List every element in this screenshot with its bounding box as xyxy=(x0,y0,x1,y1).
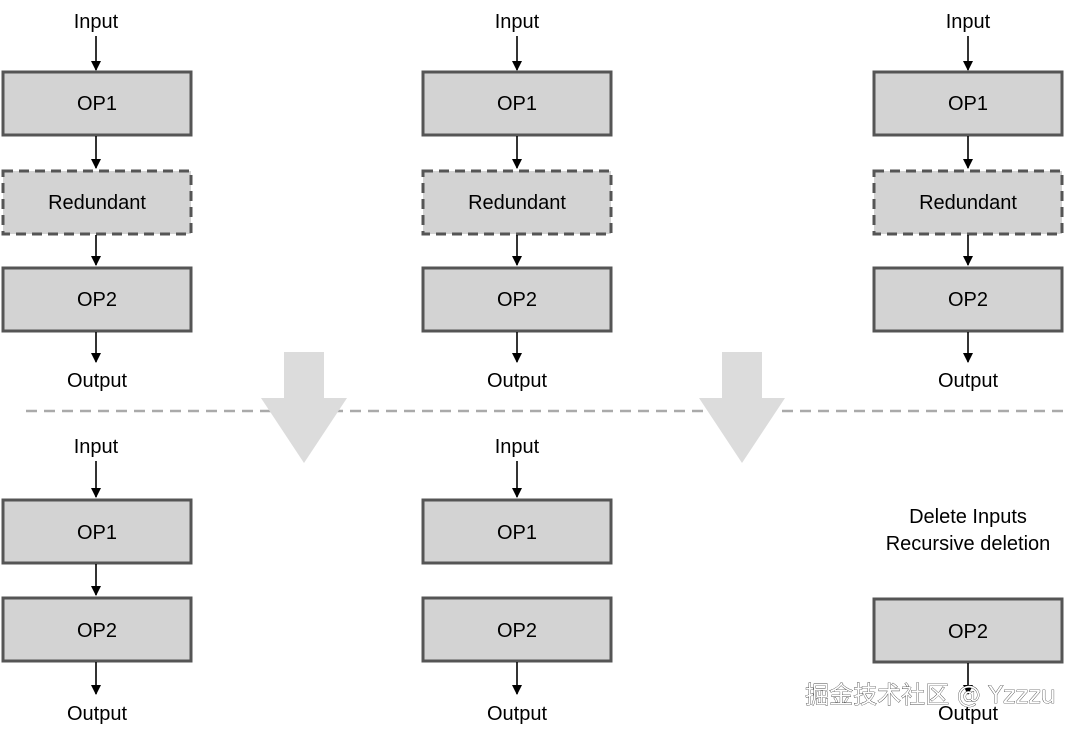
op1-node xyxy=(1,70,193,137)
panel-after-a: Input OP1 OP2 Output xyxy=(1,436,193,725)
op1-label: OP1 xyxy=(77,522,117,544)
op1-node xyxy=(1,498,193,565)
input-label: Input xyxy=(495,436,540,458)
output-label: Output xyxy=(487,370,547,392)
output-label: Output xyxy=(67,370,127,392)
op2-label: OP2 xyxy=(77,620,117,642)
panel-before-a: Input OP1 Redundant OP2 Output xyxy=(1,11,193,392)
input-label: Input xyxy=(74,436,119,458)
output-label: Output xyxy=(487,703,547,725)
watermark: 掘金技术社区 @ Yzzzu xyxy=(805,681,1056,709)
redundant-label: Redundant xyxy=(468,192,566,214)
op1-label: OP1 xyxy=(77,93,117,115)
input-label: Input xyxy=(74,11,119,33)
op1-label: OP1 xyxy=(497,522,537,544)
redundant-label: Redundant xyxy=(919,192,1017,214)
op1-label: OP1 xyxy=(948,93,988,115)
panel-before-b: Input OP1 Redundant OP2 Output xyxy=(421,11,613,392)
panel-after-c: Delete Inputs Recursive deletion OP2 Out… xyxy=(872,506,1064,725)
op2-node xyxy=(421,266,613,333)
redundant-node xyxy=(872,169,1064,236)
op2-node xyxy=(872,266,1064,333)
op2-node xyxy=(872,597,1064,664)
op2-node xyxy=(1,596,193,663)
op2-label: OP2 xyxy=(77,289,117,311)
redundant-node xyxy=(1,169,193,236)
op2-label: OP2 xyxy=(948,289,988,311)
output-label: Output xyxy=(938,703,998,725)
note-line-2: Recursive deletion xyxy=(886,533,1051,555)
op1-node xyxy=(872,70,1064,137)
panel-before-c: Input OP1 Redundant OP2 Output xyxy=(872,11,1064,392)
op2-node xyxy=(1,266,193,333)
input-label: Input xyxy=(946,11,991,33)
op2-label: OP2 xyxy=(497,289,537,311)
transition-arrow-down-icon xyxy=(699,352,785,463)
note-line-1: Delete Inputs xyxy=(909,506,1027,528)
redundant-node xyxy=(421,169,613,236)
output-label: Output xyxy=(938,370,998,392)
transition-arrow-down-icon xyxy=(261,352,347,463)
redundant-label: Redundant xyxy=(48,192,146,214)
op1-label: OP1 xyxy=(497,93,537,115)
op2-node xyxy=(421,596,613,663)
op2-label: OP2 xyxy=(497,620,537,642)
op2-label: OP2 xyxy=(948,621,988,643)
panel-after-b: Input OP1 OP2 Output xyxy=(421,436,613,725)
output-label: Output xyxy=(67,703,127,725)
op1-node xyxy=(421,498,613,565)
op1-node xyxy=(421,70,613,137)
input-label: Input xyxy=(495,11,540,33)
